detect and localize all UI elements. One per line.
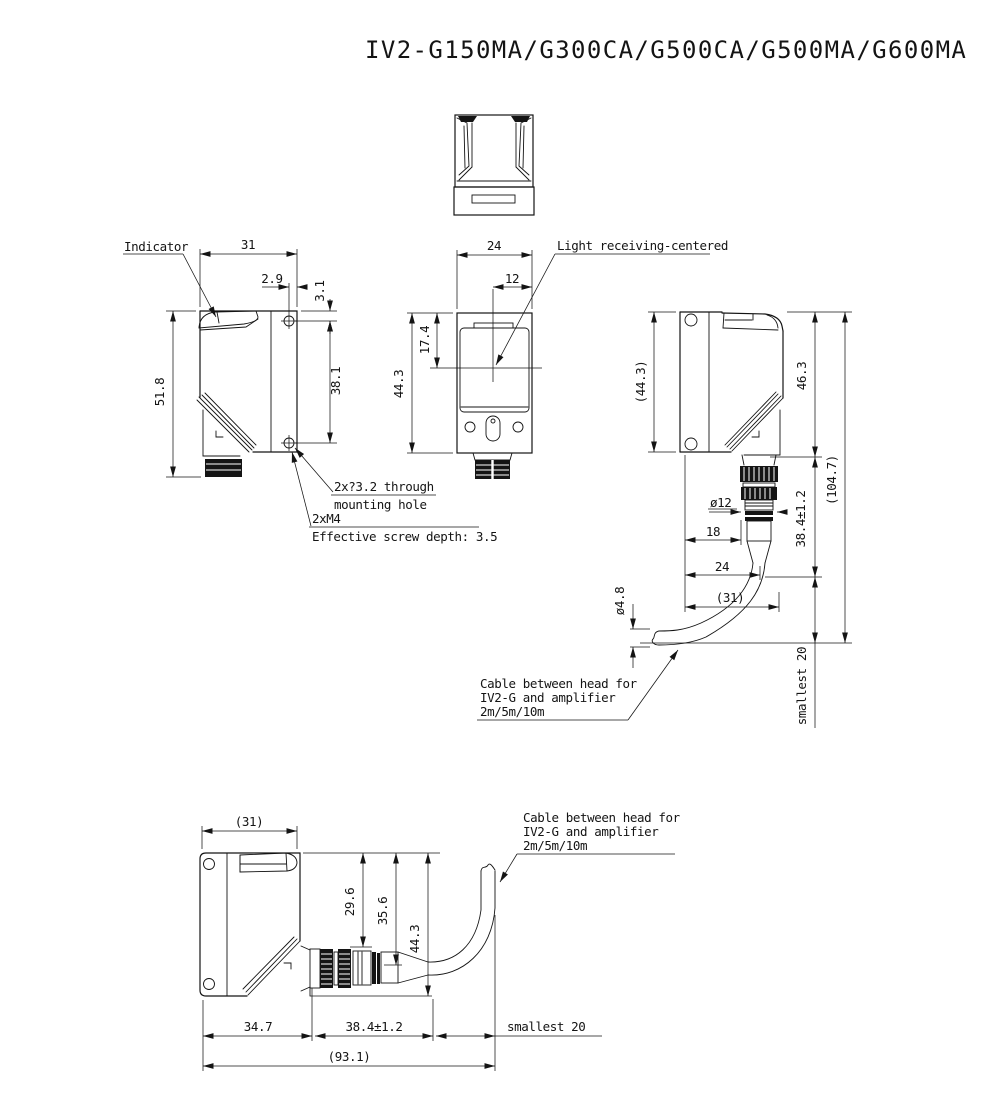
bottom-hole-lower bbox=[203, 978, 215, 990]
hole-note-line2: mounting hole bbox=[334, 497, 427, 512]
dim-38_4-bottom: 38.4±1.2 bbox=[345, 1019, 402, 1034]
cable-note-3: 2m/5m/10m bbox=[480, 704, 544, 719]
hole-note-line1: 2x?3.2 through bbox=[334, 479, 434, 494]
cable-note-3: 2m/5m/10m bbox=[523, 838, 587, 853]
dim-pitch-38_1: 38.1 bbox=[328, 367, 343, 396]
cable-break bbox=[480, 863, 496, 872]
cable-note-1: Cable between head for bbox=[523, 810, 681, 825]
aperture-mark bbox=[751, 430, 760, 438]
cable-note-1: Cable between head for bbox=[480, 676, 638, 691]
chamfer-hatch bbox=[196, 392, 257, 453]
light-receiving-label: Light receiving-centered bbox=[557, 238, 728, 253]
side-hole-lower bbox=[684, 437, 698, 451]
dim-total-104_7: (104.7) bbox=[824, 455, 839, 505]
indicator-top-right bbox=[511, 116, 530, 122]
indicator-window bbox=[198, 310, 259, 331]
screw-note-line2: Effective screw depth: 3.5 bbox=[312, 529, 497, 544]
dim-height-44_3: 44.3 bbox=[391, 370, 406, 399]
bottom-view: (31) 29.6 35.6 44.3 34.7 38.4±1.2 smalle… bbox=[199, 810, 681, 1071]
indicator-nose bbox=[721, 312, 784, 332]
chamfer-hatch bbox=[724, 391, 784, 452]
dim-44_3-bottom: 44.3 bbox=[407, 925, 422, 954]
receiver-window bbox=[459, 327, 530, 413]
dim-24: 24 bbox=[715, 559, 729, 574]
cable-note-2: IV2-G and amplifier bbox=[523, 824, 659, 839]
dim-34_7: 34.7 bbox=[244, 1019, 273, 1034]
dim-18: 18 bbox=[706, 524, 720, 539]
mounting-hole-lower bbox=[281, 435, 297, 451]
aperture-mark bbox=[215, 430, 224, 438]
indicator-window bbox=[239, 852, 298, 873]
dim-smallest-20-side: smallest 20 bbox=[794, 647, 809, 725]
chamfer-hatch bbox=[242, 936, 301, 996]
side-hole-upper bbox=[684, 313, 698, 327]
drawing-title: IV2-G150MA/G300CA/G500CA/G500MA/G600MA bbox=[365, 36, 967, 64]
dim-35_6: 35.6 bbox=[375, 897, 390, 926]
dim-total-93_1: (93.1) bbox=[328, 1049, 371, 1064]
dim-width-31: 31 bbox=[241, 237, 255, 252]
front-left-view: 31 2.9 3.1 38.1 51.8 Indicator 2x?3.2 th… bbox=[123, 237, 498, 544]
indicator-label: Indicator bbox=[124, 239, 189, 254]
front-view: 24 12 17.4 44.3 Light receiving-centered bbox=[391, 238, 728, 479]
connector-front bbox=[472, 452, 513, 479]
dim-center-12: 12 bbox=[505, 271, 519, 286]
screw-note-line1: 2xM4 bbox=[312, 511, 341, 526]
connector-front-left bbox=[205, 459, 242, 477]
dim-flange-44_3: (44.3) bbox=[633, 361, 648, 404]
dim-31: (31) bbox=[716, 590, 745, 605]
connector-bottom bbox=[300, 945, 429, 992]
bottom-hole-upper bbox=[203, 858, 215, 870]
dim-cable-dia-4_8: ø4.8 bbox=[612, 587, 627, 616]
cable-break bbox=[651, 630, 660, 646]
cable-side bbox=[651, 562, 766, 646]
indicator-top-left bbox=[458, 116, 477, 122]
side-view: (44.3) 46.3 38.4±1.2 (104.7) smallest 20… bbox=[477, 311, 852, 728]
dim-smallest-20-bottom: smallest 20 bbox=[507, 1019, 585, 1034]
mounting-hole-upper bbox=[281, 313, 297, 329]
cable-note-2: IV2-G and amplifier bbox=[480, 690, 616, 705]
dim-height-51_8: 51.8 bbox=[152, 378, 167, 407]
dim-hole-x-2_9: 2.9 bbox=[261, 271, 282, 286]
dim-hole-y-3_1: 3.1 bbox=[312, 280, 327, 301]
dim-31-bottom: (31) bbox=[235, 814, 264, 829]
dim-conn-38_4: 38.4±1.2 bbox=[793, 490, 808, 547]
dim-width-24: 24 bbox=[487, 238, 501, 253]
dim-29_6: 29.6 bbox=[342, 888, 357, 917]
connector-side bbox=[740, 454, 778, 564]
top-slot bbox=[471, 194, 516, 204]
dim-center-17_4: 17.4 bbox=[417, 326, 432, 355]
aperture-mark bbox=[283, 962, 292, 970]
dim-upper-46_3: 46.3 bbox=[794, 362, 809, 391]
button-capsule bbox=[485, 415, 501, 442]
dim-dia-12: ø12 bbox=[710, 495, 731, 510]
cable-bottom bbox=[427, 863, 496, 976]
top-view bbox=[453, 114, 535, 216]
